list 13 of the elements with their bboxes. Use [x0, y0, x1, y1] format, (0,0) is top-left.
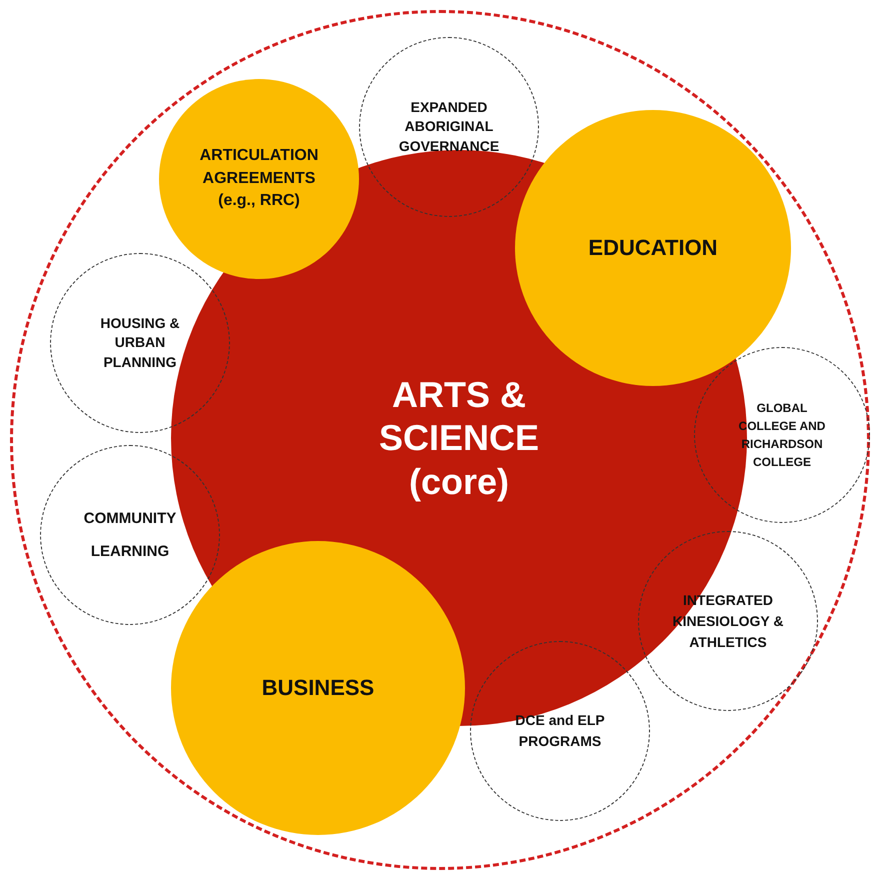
dashed-circle	[470, 641, 650, 821]
circle-label: DCE and ELP PROGRAMS	[514, 711, 606, 751]
dashed-circle	[50, 253, 230, 433]
circle-label: ARTS & SCIENCE (core)	[378, 373, 540, 503]
dashed-circle	[694, 347, 870, 523]
circle-label: BUSINESS	[260, 674, 376, 702]
circle-label: ARTICULATION AGREEMENTS (e.g., RRC)	[198, 146, 320, 212]
dashed-circle	[638, 531, 818, 711]
dashed-boundary-circle	[10, 10, 870, 870]
circle-label: EXPANDED ABORIGINAL GOVERNANCE	[398, 98, 500, 156]
circle-label: COMMUNITY LEARNING	[82, 509, 178, 562]
circle-label: EDUCATION	[587, 234, 719, 262]
circle-label: HOUSING & URBAN PLANNING	[99, 314, 181, 372]
